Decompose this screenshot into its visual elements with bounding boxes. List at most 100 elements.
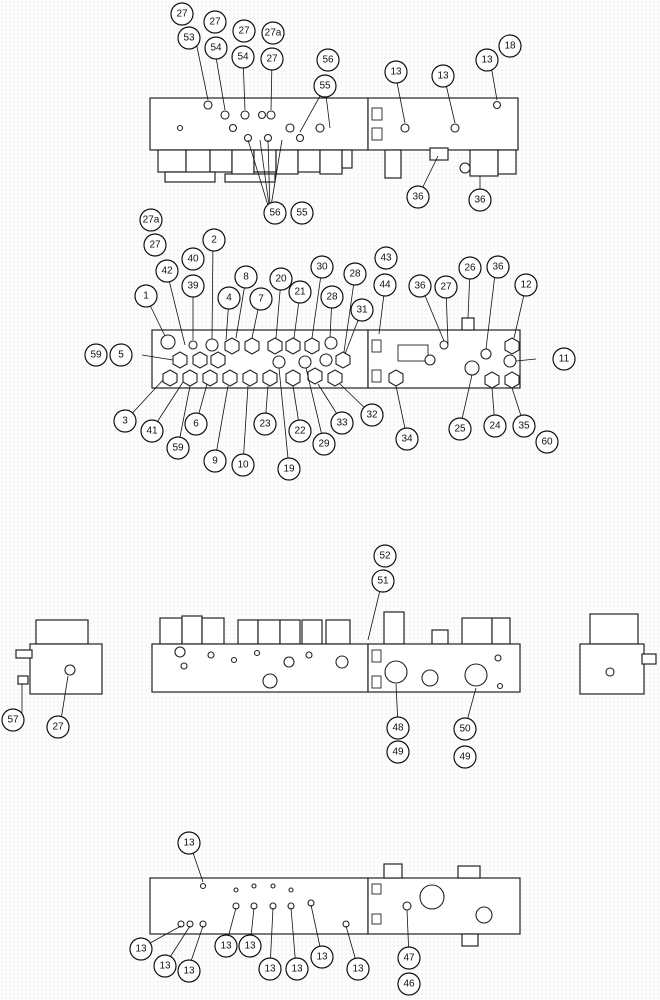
callout-13: 13 <box>177 831 201 855</box>
svg-text:22: 22 <box>294 426 306 437</box>
callout-27: 27 <box>260 47 284 71</box>
callouts-view-1: 27 53 27 54 27 54 27a 27 56 55 13 13 13 … <box>170 2 522 225</box>
callout-30: 30 <box>310 255 334 279</box>
svg-text:26: 26 <box>464 263 476 274</box>
svg-text:13: 13 <box>264 964 276 975</box>
callout-32: 32 <box>360 403 384 427</box>
callout-29: 29 <box>312 432 336 456</box>
svg-text:46: 46 <box>403 979 415 990</box>
manifold-left-side-view <box>15 619 103 695</box>
svg-text:12: 12 <box>520 280 532 291</box>
svg-text:31: 31 <box>356 305 368 316</box>
svg-text:52: 52 <box>379 551 391 562</box>
svg-text:13: 13 <box>437 71 449 82</box>
callout-27: 27 <box>203 10 227 34</box>
callout-42: 42 <box>155 259 179 283</box>
svg-text:10: 10 <box>237 460 249 471</box>
svg-text:13: 13 <box>220 941 232 952</box>
svg-text:13: 13 <box>481 55 493 66</box>
svg-text:55: 55 <box>296 208 308 219</box>
callout-13: 13 <box>214 934 238 958</box>
callout-3: 3 <box>113 409 137 433</box>
callout-28: 28 <box>320 285 344 309</box>
callouts-view-4: 13 13 13 13 13 13 13 13 13 13 47 46 <box>129 831 421 996</box>
manifold-bottom-view <box>149 863 521 947</box>
svg-text:19: 19 <box>283 464 295 475</box>
callout-34: 34 <box>395 427 419 451</box>
svg-text:59: 59 <box>172 443 184 454</box>
svg-text:36: 36 <box>474 195 486 206</box>
callout-52: 52 <box>373 544 397 568</box>
svg-text:59: 59 <box>90 350 102 361</box>
svg-text:23: 23 <box>259 419 271 430</box>
svg-text:51: 51 <box>377 576 389 587</box>
callout-25: 25 <box>448 417 472 441</box>
callout-7: 7 <box>249 287 273 311</box>
callout-53: 53 <box>177 26 201 50</box>
svg-text:20: 20 <box>275 274 287 285</box>
callout-36: 36 <box>406 185 430 209</box>
svg-text:60: 60 <box>541 437 553 448</box>
callout-35: 35 <box>512 414 536 438</box>
svg-text:43: 43 <box>380 253 392 264</box>
callout-54: 54 <box>231 45 255 69</box>
callout-13: 13 <box>177 959 201 983</box>
callout-9: 9 <box>203 449 227 473</box>
valve-row-middle <box>172 351 517 369</box>
svg-text:8: 8 <box>243 272 249 283</box>
manifold-right-side-view <box>579 613 657 695</box>
callout-56: 56 <box>316 48 340 72</box>
svg-text:42: 42 <box>161 266 173 277</box>
svg-text:32: 32 <box>366 410 378 421</box>
callout-27: 27 <box>170 2 194 26</box>
callout-13: 13 <box>384 60 408 84</box>
callout-13: 13 <box>346 957 370 981</box>
callout-47: 47 <box>397 946 421 970</box>
callouts-view-3: 52 51 57 27 48 49 50 49 <box>1 544 477 769</box>
svg-text:49: 49 <box>392 747 404 758</box>
svg-text:35: 35 <box>518 421 530 432</box>
callout-18: 18 <box>498 34 522 58</box>
callout-20: 20 <box>269 267 293 291</box>
svg-text:27: 27 <box>440 282 452 293</box>
callout-27: 27 <box>46 715 70 739</box>
callout-13: 13 <box>431 64 455 88</box>
svg-text:27a: 27a <box>143 215 160 226</box>
valve-row-lower <box>162 360 520 389</box>
callout-40: 40 <box>181 247 205 271</box>
svg-text:27: 27 <box>176 9 188 20</box>
callout-2: 2 <box>202 228 226 252</box>
callout-10: 10 <box>231 453 255 477</box>
svg-text:36: 36 <box>414 281 426 292</box>
svg-text:21: 21 <box>294 287 306 298</box>
callout-39: 39 <box>181 274 205 298</box>
svg-text:56: 56 <box>269 208 281 219</box>
svg-text:55: 55 <box>319 81 331 92</box>
svg-text:33: 33 <box>336 418 348 429</box>
callout-49: 49 <box>386 740 410 764</box>
callout-48: 48 <box>386 716 410 740</box>
manifold-front-view <box>151 317 521 389</box>
callout-33: 33 <box>330 411 354 435</box>
svg-text:9: 9 <box>212 456 218 467</box>
svg-text:13: 13 <box>135 944 147 955</box>
svg-text:44: 44 <box>379 280 391 291</box>
svg-text:28: 28 <box>349 269 361 280</box>
callout-12: 12 <box>514 273 538 297</box>
svg-text:13: 13 <box>159 961 171 972</box>
svg-text:13: 13 <box>291 964 303 975</box>
svg-text:36: 36 <box>412 192 424 203</box>
callout-55: 55 <box>313 74 337 98</box>
svg-text:54: 54 <box>210 43 222 54</box>
callout-28: 28 <box>343 262 367 286</box>
callout-59: 59 <box>166 436 190 460</box>
svg-text:5: 5 <box>118 350 124 361</box>
svg-text:4: 4 <box>226 293 232 304</box>
svg-text:29: 29 <box>318 439 330 450</box>
callout-31: 31 <box>350 298 374 322</box>
callout-6: 6 <box>184 412 208 436</box>
svg-text:13: 13 <box>183 966 195 977</box>
callout-13: 13 <box>475 48 499 72</box>
svg-text:18: 18 <box>504 41 516 52</box>
